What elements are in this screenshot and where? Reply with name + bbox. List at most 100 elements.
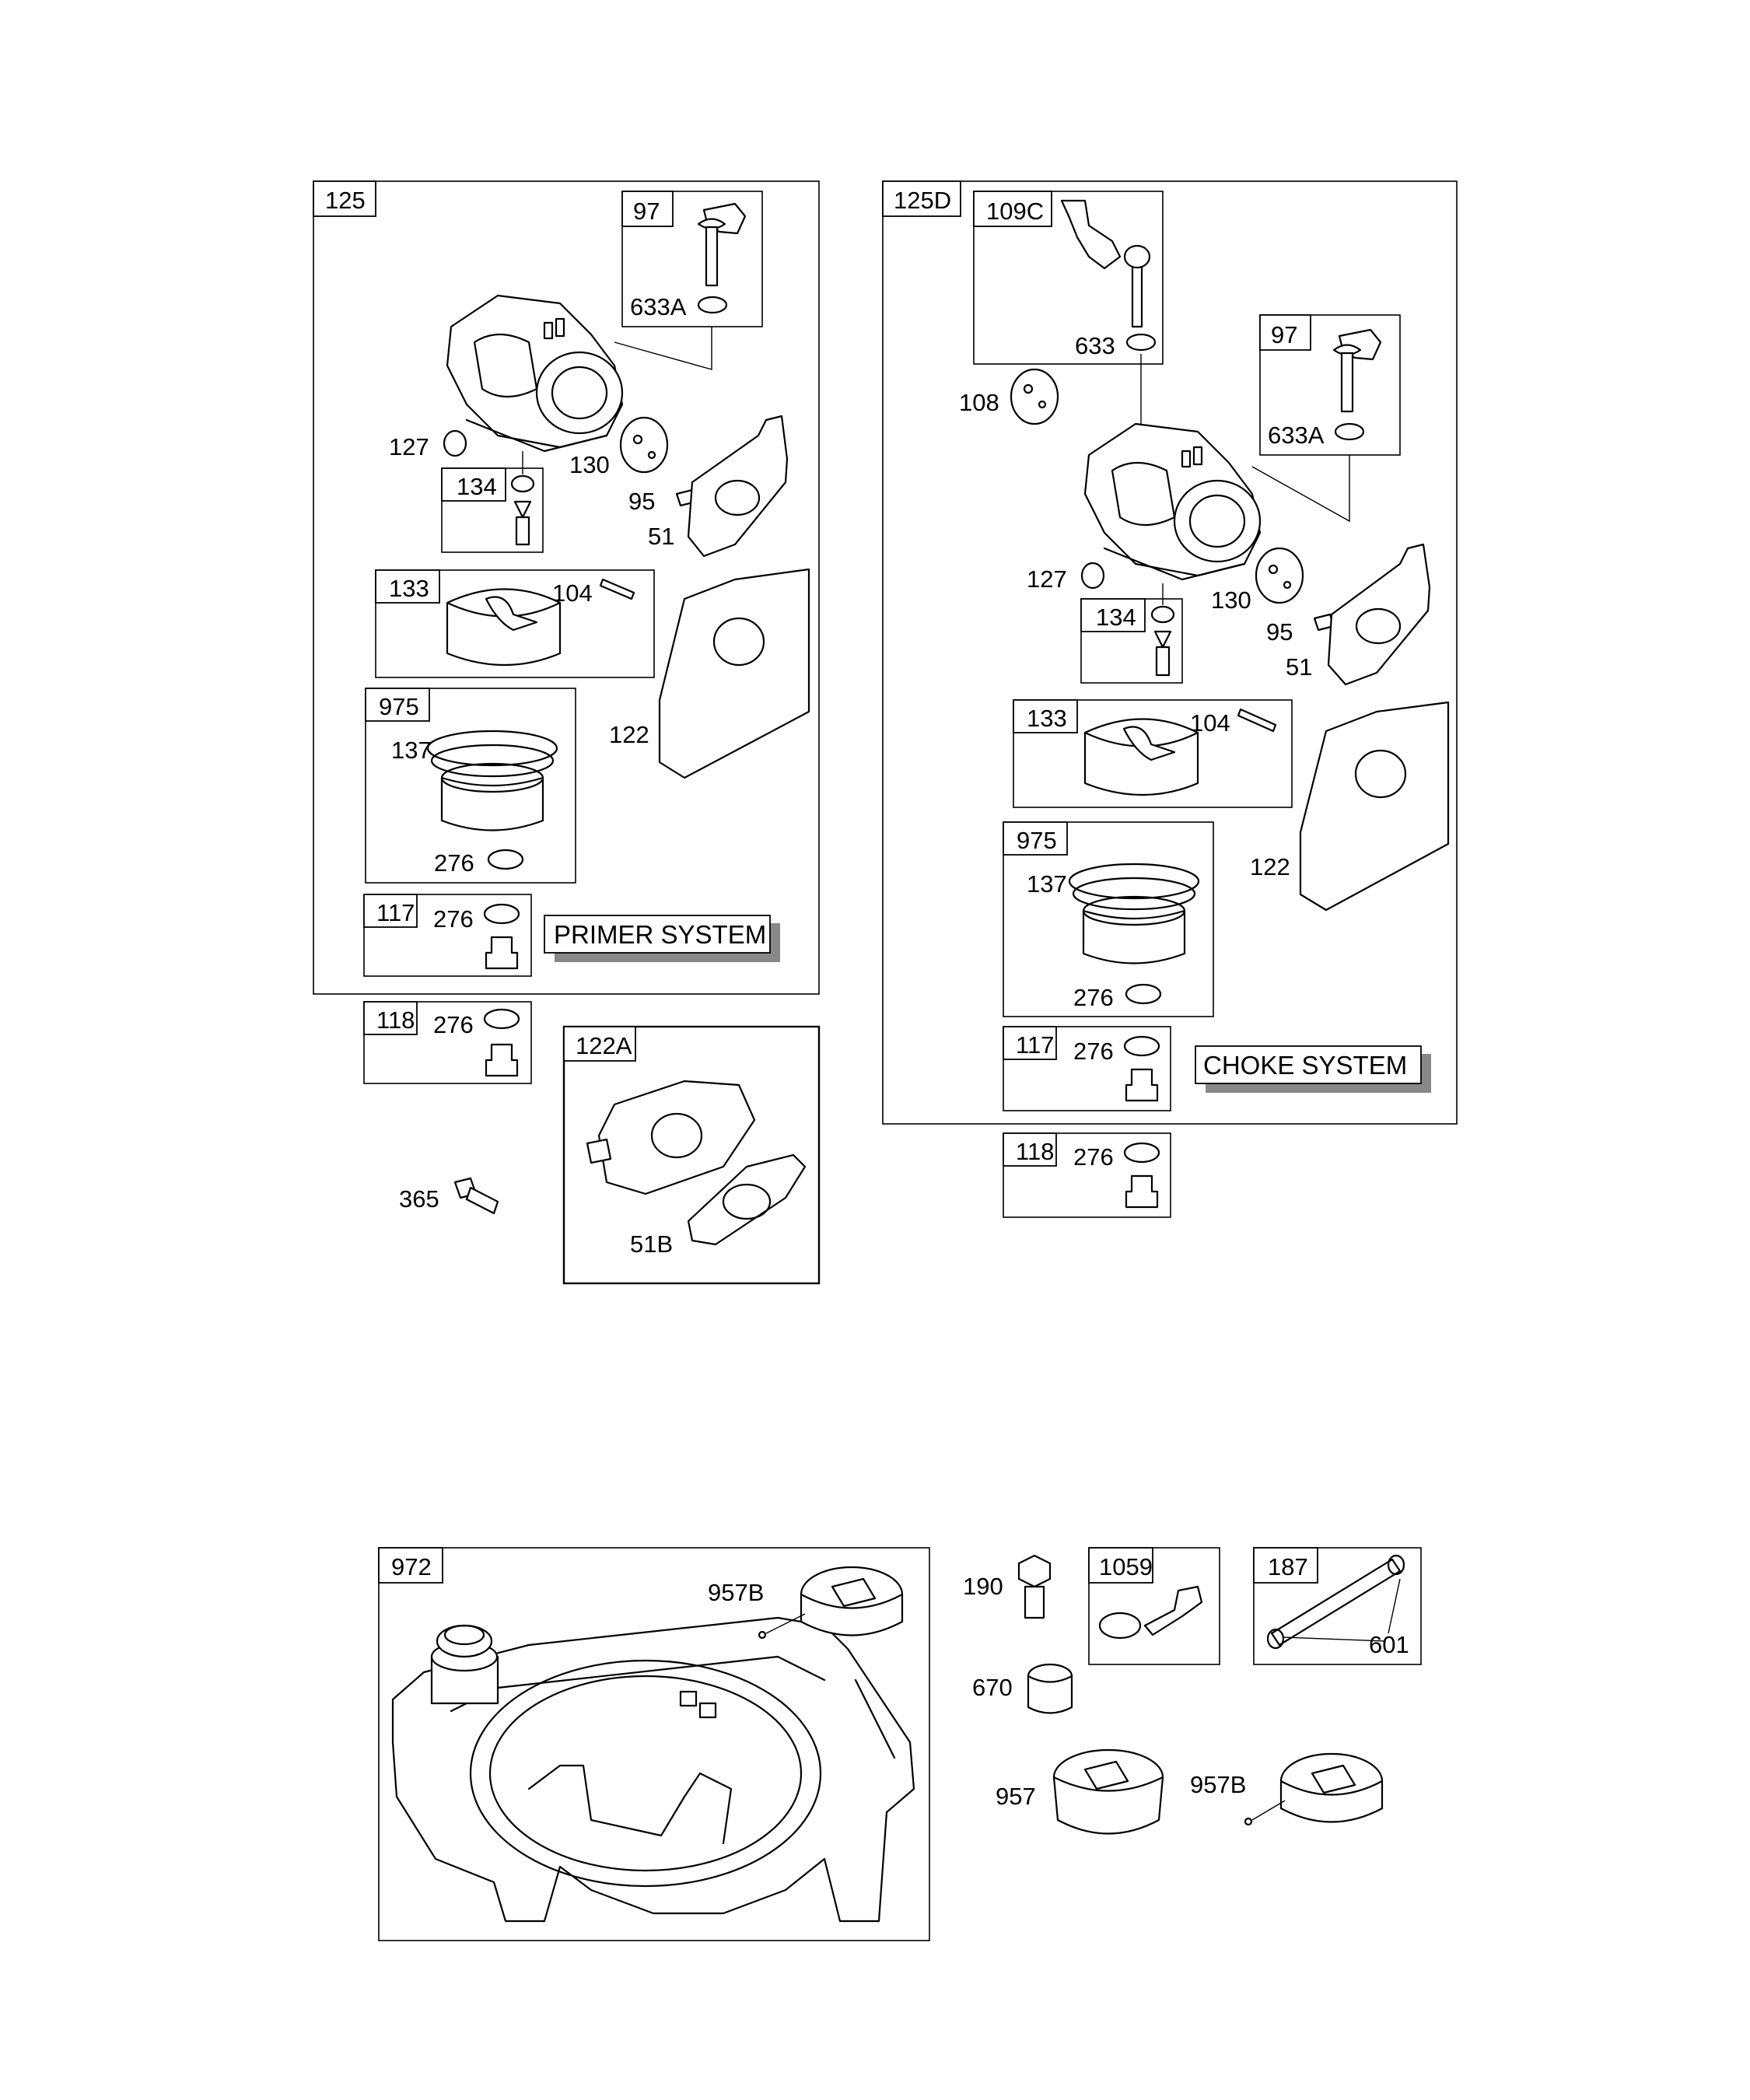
primer-spacer-122A [586,1080,756,1195]
tank-187-frame [1253,1547,1422,1665]
choke-leader-97 [1251,455,1350,523]
primer-float-133 [446,588,562,667]
primer-975-frame [365,688,576,884]
primer-callout-127: 127 [389,433,429,460]
choke-109C-frame [973,191,1164,365]
choke-needle-134 [1153,630,1172,677]
choke-washer-276-bowl [1125,983,1162,1005]
primer-97-frame [621,191,763,327]
tank-callout-1059: 1059 [1099,1553,1153,1580]
choke-callout-108: 108 [959,389,999,416]
primer-callout-104: 104 [552,579,593,607]
tank-callout-670: 670 [972,1674,1013,1701]
primer-plug-127 [443,429,467,457]
primer-bowl-975 [426,730,558,831]
tank-187-tag [1253,1547,1318,1584]
primer-washer-276-bowl [487,849,524,870]
choke-117-frame [1003,1026,1171,1111]
primer-117-frame [363,894,532,977]
primer-callout-51: 51 [648,523,674,550]
primer-133-tag [375,569,440,604]
primer-callout-133: 133 [389,575,429,602]
fuel-line-187 [1266,1554,1405,1650]
primer-system-box [544,915,771,954]
primer-callout-95: 95 [628,488,655,515]
choke-callout-633: 633 [1075,332,1115,359]
choke-118-tag [1003,1132,1057,1167]
choke-callout-276-bolt: 276 [1073,1038,1114,1065]
choke-97-frame [1259,314,1401,456]
primer-118-frame [363,1001,532,1084]
choke-callout-117: 117 [1016,1031,1054,1059]
choke-callout-95: 95 [1266,618,1293,646]
primer-assembly-frame [313,180,820,995]
choke-118-frame [1003,1132,1171,1218]
choke-callout-97: 97 [1271,321,1297,348]
primer-choke-lever-part [697,202,747,287]
primer-seat-134 [510,474,535,493]
choke-callout-137: 137 [1027,870,1067,898]
choke-plate-130 [1255,547,1304,604]
primer-extras: 118 276 122A 51B 365 [363,1001,821,1285]
primer-washer-276-118 [483,1008,520,1030]
choke-system-box [1195,1045,1422,1084]
choke-pin-104 [1237,708,1277,733]
primer-callout-122: 122 [609,721,649,748]
primer-callout-122A: 122A [576,1032,632,1059]
choke-seat-134 [1150,605,1175,624]
choke-callout-633A: 633A [1268,422,1325,449]
primer-leader-97 [614,327,712,370]
primer-bolt-365 [453,1177,499,1215]
primer-callout-118: 118 [376,1006,415,1034]
choke-109C-tag [973,191,1052,227]
choke-assembly-label: 125D [894,187,951,214]
choke-float-133 [1083,718,1199,796]
bolt-1059 [1143,1585,1203,1636]
primer-gasket-51 [687,415,789,558]
tank-callout-190: 190 [963,1573,1003,1600]
primer-plate-130 [619,416,669,474]
choke-callout-122: 122 [1250,853,1290,880]
primer-washer-276-bolt [483,903,520,925]
choke-lever-97 [1332,328,1382,413]
fuel-tank-section: 972 957B 190 [378,1547,1422,1941]
tank-1059-tag [1088,1547,1153,1584]
primer-assembly: 125 97 633A 127 130 [313,180,820,995]
choke-plug-127 [1080,562,1105,590]
primer-callout-137: 137 [391,737,432,764]
choke-callout-130: 130 [1211,586,1251,614]
primer-assembly-tag [313,180,376,217]
primer-gasket-51B [687,1153,807,1246]
fuel-cap-957 [1052,1748,1164,1835]
spacer-670 [1027,1663,1073,1714]
primer-spacer-122 [658,568,810,779]
choke-spacer-122 [1299,701,1450,912]
choke-plate-108 [1010,368,1059,425]
choke-117-tag [1003,1026,1057,1060]
primer-system-label: PRIMER SYSTEM [554,920,766,949]
tank-callout-957: 957 [996,1783,1036,1810]
primer-callout-276-118: 276 [433,1011,474,1038]
primer-975-tag [365,688,430,722]
choke-975-tag [1003,821,1068,856]
choke-washer-633A [1334,422,1365,441]
choke-134-tag [1080,598,1146,632]
primer-callout-276-bolt: 276 [433,905,474,933]
fuel-cap-957B-top [758,1566,904,1640]
choke-133-frame [1013,699,1293,808]
choke-callout-109C: 109C [986,198,1044,225]
choke-bolt-118 [1125,1174,1159,1209]
choke-bolt-117 [1125,1068,1159,1102]
choke-133-tag [1013,699,1078,733]
primer-callout-134: 134 [457,473,497,500]
primer-callout-633A: 633A [630,293,687,320]
choke-extras: 118 276 [1003,1132,1171,1218]
choke-callout-975: 975 [1017,827,1057,854]
choke-assembly-tag [882,180,961,217]
choke-bowl-975 [1068,863,1200,964]
primer-bolt-117 [485,936,519,970]
primer-callout-97: 97 [633,198,660,225]
primer-122A-frame [562,1025,821,1285]
choke-975-frame [1003,821,1214,1017]
bolt-190 [1017,1554,1052,1619]
